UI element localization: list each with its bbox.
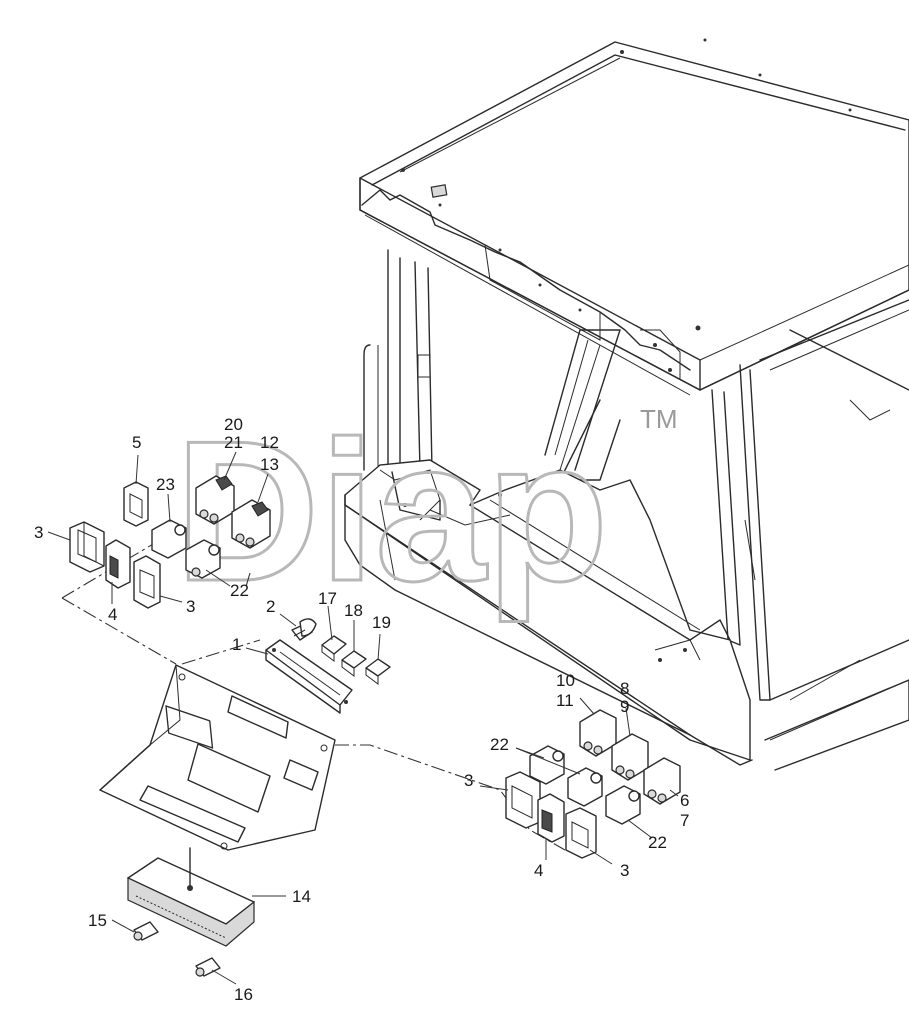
callout-6: 6 (680, 791, 689, 810)
callout-4-b: 4 (534, 861, 543, 880)
callout-14: 14 (292, 887, 311, 906)
callout-1: 1 (232, 635, 241, 654)
callout-19: 19 (372, 613, 391, 632)
part-3-frame-left (69, 521, 105, 573)
callout-labels: 1 2 3 3 3 3 4 4 5 6 7 8 9 10 11 12 13 14… (34, 415, 689, 1004)
callout-3-c: 3 (464, 771, 473, 790)
roof-rivets (401, 38, 852, 372)
part-19 (365, 658, 391, 677)
trademark-symbol: TM (640, 404, 678, 434)
part-18 (341, 650, 367, 669)
callout-11: 11 (556, 691, 574, 710)
part-17 (321, 635, 347, 655)
part-3-frame-left-b (133, 555, 161, 609)
callout-3-b: 3 (186, 597, 195, 616)
callout-5: 5 (132, 433, 141, 452)
part-2-screw (291, 618, 317, 641)
part-5 (123, 481, 149, 527)
callout-3-d: 3 (620, 861, 629, 880)
callout-7: 7 (680, 811, 689, 830)
part-1-bezel (265, 639, 353, 714)
callout-9: 9 (620, 697, 629, 716)
callout-4-a: 4 (108, 605, 117, 624)
part-14-lamp (127, 847, 255, 947)
left-switch-group (69, 475, 271, 609)
cab-frame (344, 38, 909, 771)
leader-lines (47, 451, 679, 985)
callout-13: 13 (260, 455, 279, 474)
fuse-plugs (321, 635, 391, 685)
callout-12: 12 (260, 433, 279, 452)
callout-15: 15 (88, 911, 107, 930)
console-panel-plate (99, 664, 336, 851)
callout-3-a: 3 (34, 523, 43, 542)
bulbs (133, 921, 221, 977)
roof-bracket (430, 184, 448, 198)
callout-22-c: 22 (648, 833, 667, 852)
callout-23: 23 (156, 475, 175, 494)
callout-10: 10 (556, 671, 575, 690)
callout-22-a: 22 (230, 581, 249, 600)
callout-8: 8 (620, 679, 629, 698)
part-3-frame-right (505, 771, 541, 829)
callout-2: 2 (266, 597, 275, 616)
callout-20: 20 (224, 415, 243, 434)
callout-17: 17 (318, 589, 337, 608)
callout-22-b: 22 (490, 735, 509, 754)
callout-21: 21 (224, 433, 243, 452)
callout-18: 18 (344, 601, 363, 620)
callout-16: 16 (234, 985, 253, 1004)
right-switch-group (505, 709, 681, 859)
